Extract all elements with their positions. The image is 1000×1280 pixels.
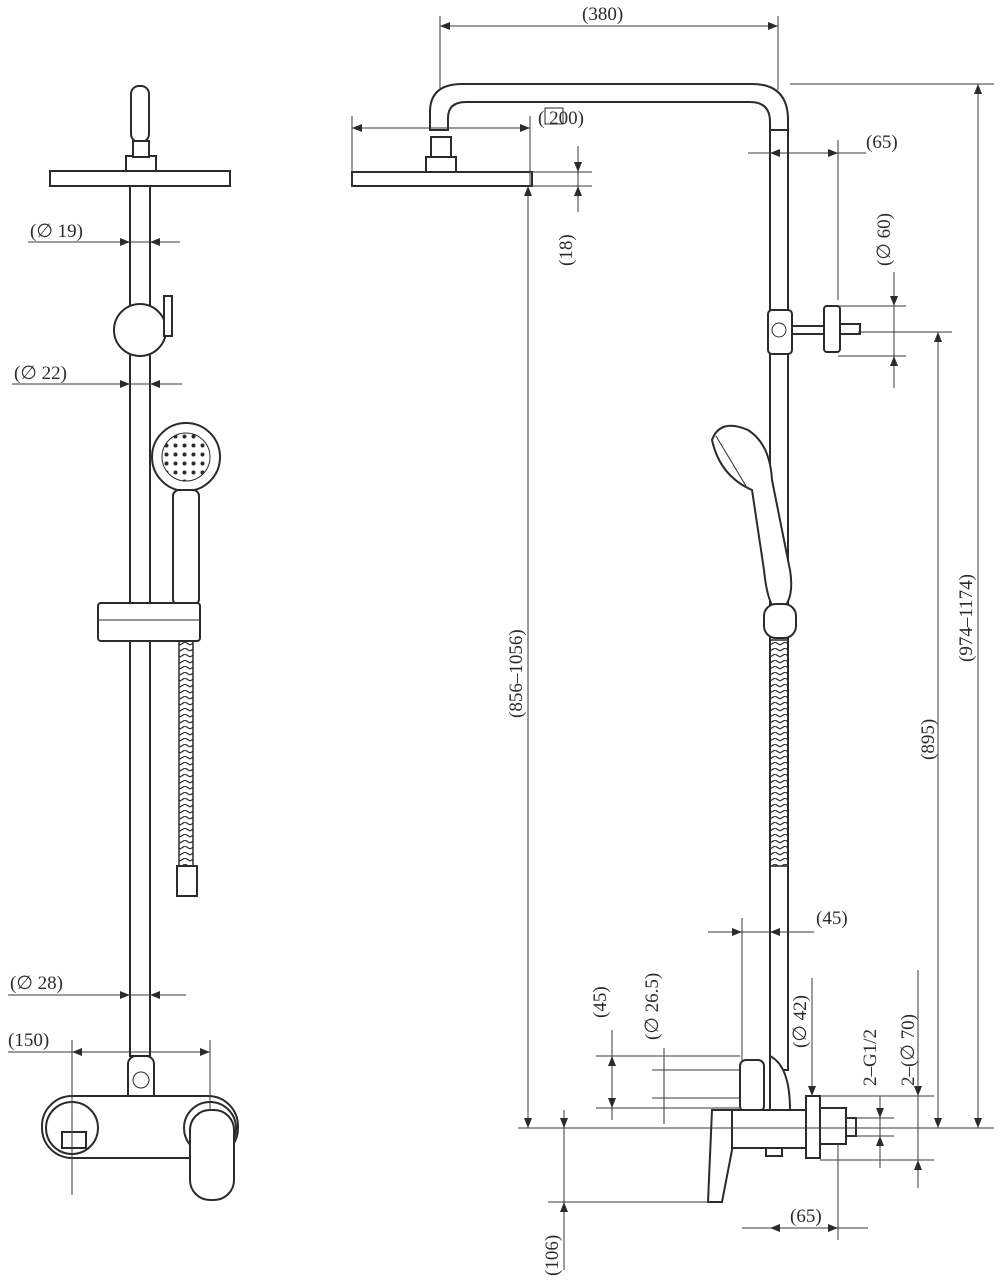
front-head-nut [125,155,157,172]
dim-bracket-offset: (65) [866,132,898,153]
side-head-nut [425,156,457,173]
dim-bracket-dia: (∅ 60) [874,213,895,266]
dim-lever-drop: (106) [542,1235,563,1276]
dim-bracket-height: (895) [918,719,939,760]
side-bracket-clamp [767,309,793,355]
front-hand-shower-nozzles [161,432,211,482]
dim-total-height-right: (974–1174) [956,574,977,662]
dim-inlet-offset: (65) [790,1206,822,1227]
side-slide-holder [763,603,797,639]
front-slide-holder [97,602,201,642]
front-dimensions: (∅ 19) (∅ 22) (∅ 28) (150) [8,221,211,1195]
side-dimensions: (380) ( 200) (18) (65) (∅ 60) (856–1056)… [351,4,994,1276]
dim-valve-dia: (∅ 42) [790,995,811,1048]
dim-head-size: ( 200) [538,108,584,129]
front-hose [178,640,194,868]
side-bracket-arm [791,325,825,335]
front-spout [61,1131,87,1149]
side-hand-shower [710,424,793,614]
dim-pipe-upper: (∅ 19) [30,221,83,242]
side-head-joint [430,136,452,158]
dim-thread: 2–G1/2 [860,1029,881,1086]
side-hose [769,639,789,867]
side-bracket-anchor [839,323,861,335]
dim-pipe-mid: (∅ 22) [14,363,67,384]
front-hand-shower-handle [172,489,200,606]
front-lower-joint-knob [132,1071,150,1089]
front-rain-head [49,170,231,187]
square-symbol [544,107,564,125]
side-inlet-nut [819,1107,847,1145]
dim-flange-dia: 2–(∅ 70) [898,1014,919,1086]
side-mixer-body [731,1109,807,1149]
front-top-connector [130,85,150,143]
front-head-joint [132,140,150,158]
side-lower-joint [739,1059,765,1113]
side-rain-head [351,171,533,187]
side-hand-shower-face [715,435,747,487]
front-hose-end [176,865,198,897]
dim-mixer-width: (150) [8,1030,49,1051]
dim-spout-dia: (∅ 26.5) [642,973,663,1040]
dim-arm-length: (380) [582,4,623,25]
side-bracket-screw [771,322,787,338]
front-diverter-handle [163,295,173,337]
side-spout [765,1147,783,1157]
front-view [41,85,239,1201]
dim-spout-height: (45) [590,986,611,1018]
front-mixer-lever [189,1109,235,1201]
side-mixer-lever [706,1109,733,1203]
side-bracket-flange [823,305,841,353]
dim-pipe-lower: (∅ 28) [10,973,63,994]
dim-head-thickness: (18) [556,234,577,266]
side-inlet-thread [845,1117,857,1137]
side-overhead-arm [429,83,789,131]
dim-total-height-left: (856–1056) [506,629,527,718]
side-wall-flange [805,1095,821,1159]
front-diverter-ball [113,303,167,357]
side-view [351,83,861,1203]
dim-pipe-offset: (45) [816,908,848,929]
